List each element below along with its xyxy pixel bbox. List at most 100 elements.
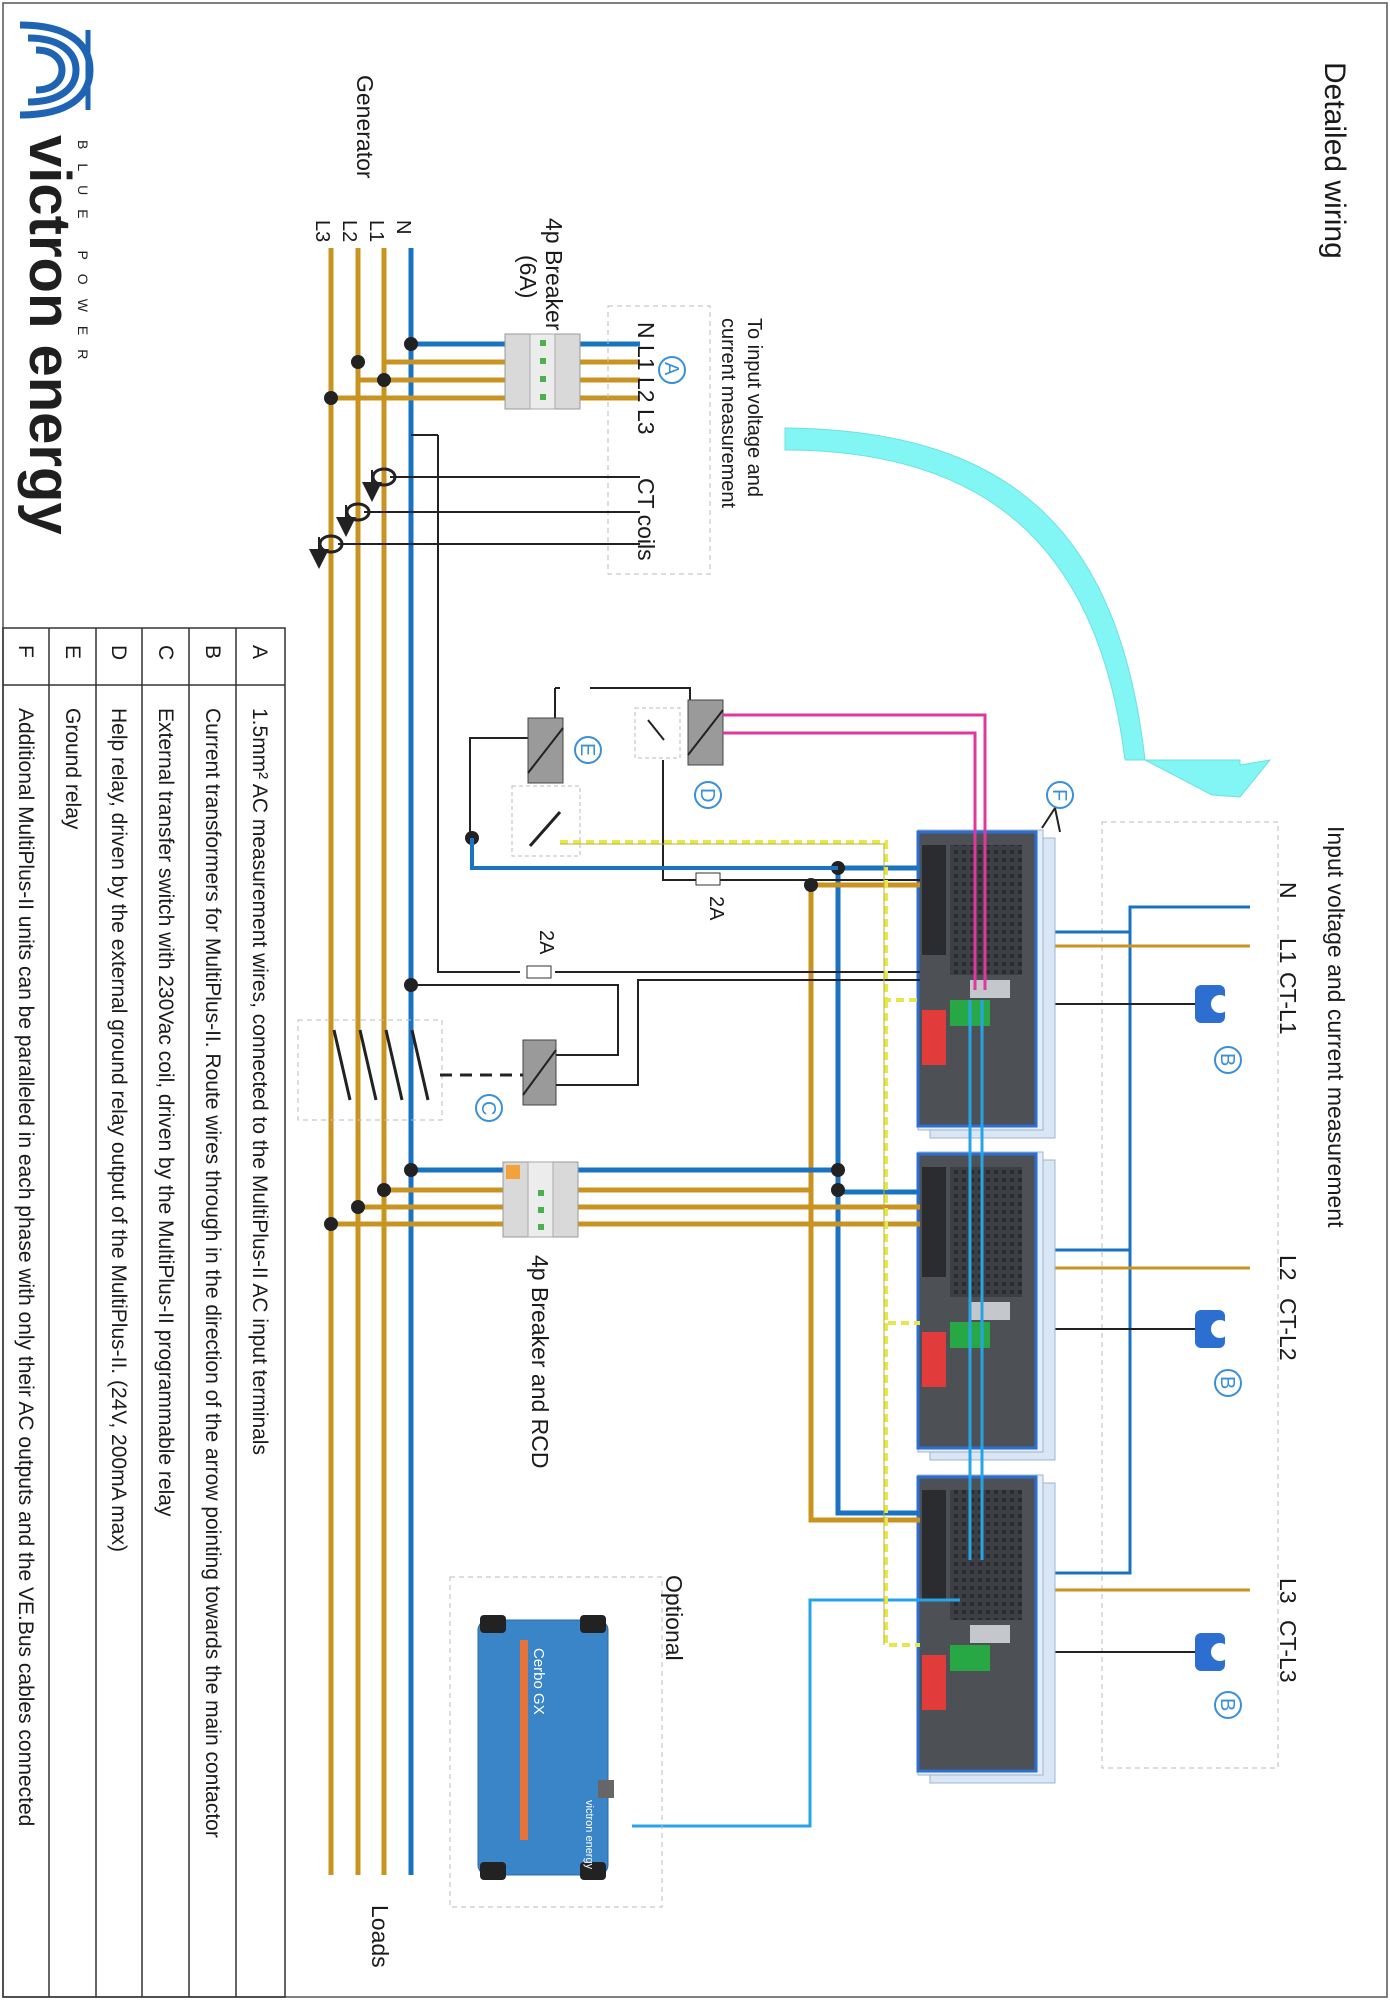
marker-a: A	[660, 362, 682, 376]
marker-c: C	[477, 1101, 499, 1115]
gen-line-l2: L2	[338, 220, 360, 242]
legend-key-e: E	[61, 645, 84, 659]
input-measurement-title: Input voltage and current measurement	[1323, 826, 1349, 1228]
breaker-rcd-nodes	[324, 861, 845, 1231]
input-l1-label: L1	[1275, 938, 1301, 964]
marker-f-pointer-icon	[1041, 807, 1061, 833]
measurement-box-a	[607, 305, 711, 575]
ct-sensor-l3-icon	[1195, 1633, 1229, 1671]
breaker-a-nodes	[324, 337, 418, 405]
breaker-rcd-wires	[331, 1167, 920, 1227]
fuse-2a-vertical	[695, 872, 721, 886]
marker-f: F	[1048, 789, 1070, 801]
marker-f-circle	[1046, 781, 1074, 809]
legend-table	[2, 627, 286, 1998]
ground-relay-wire-edge	[560, 843, 885, 1645]
breaker-rcd	[502, 1161, 579, 1238]
cerbo-gx-device	[477, 1615, 614, 1880]
legend-key-b: B	[201, 645, 224, 659]
gen-line-l1: L1	[365, 220, 387, 242]
marker-d-circle	[694, 781, 722, 809]
ground-relay-contact-icon	[528, 811, 562, 847]
legend-text-a: 1.5mm² AC measurement wires, connected t…	[248, 708, 271, 1455]
fuse-label-2: 2A	[705, 896, 727, 921]
legend-key-d: D	[107, 645, 130, 660]
ct-sensor-l2-icon	[1195, 1310, 1229, 1348]
ct-sensors	[1195, 985, 1229, 1671]
node-fuse-2a-left	[404, 978, 418, 992]
gen-line-n: N	[392, 220, 414, 234]
breaker-a-label-1: 4p Breaker	[541, 218, 567, 331]
input-l3-label: L3	[1275, 1578, 1301, 1604]
fuse-2a-horizontal	[526, 965, 552, 979]
legend-key-a: A	[248, 645, 271, 659]
signal-wires	[723, 713, 987, 990]
legend-text-f: Additional MultiPlus-II units can be par…	[14, 708, 37, 1826]
ct-sensor-l1-icon	[1195, 985, 1229, 1023]
input-measurement-box	[1101, 821, 1279, 1769]
legend-text-b: Current transformers for MultiPlus-II. R…	[201, 708, 224, 1838]
victron-logo: victron energy BLUE POWER	[17, 21, 94, 535]
marker-e-circle	[574, 736, 602, 764]
ct-coil-wires	[338, 476, 640, 545]
transfer-coil-icon	[522, 1039, 557, 1106]
marker-d: D	[696, 788, 718, 802]
fuse-label-1: 2A	[535, 930, 557, 955]
breaker-a	[504, 333, 581, 410]
gen-line-l3: L3	[311, 220, 333, 242]
optional-box	[449, 1576, 663, 1908]
cerbo-brand-label: victron energy	[583, 1800, 595, 1870]
input-ct-l2-label: CT-L2	[1275, 1298, 1301, 1361]
logo-tagline: BLUE POWER	[75, 140, 91, 373]
transfer-switch-box	[297, 1019, 443, 1121]
breaker-a-note-1: To input voltage and	[743, 318, 765, 497]
transfer-switch	[332, 1029, 525, 1101]
input-ct-l1-label: CT-L1	[1275, 972, 1301, 1035]
help-relay-box	[634, 707, 681, 759]
legend-key-f: F	[14, 645, 37, 658]
marker-c-circle	[475, 1094, 503, 1122]
optional-label: Optional	[661, 1575, 687, 1661]
ct-coil-arrows	[309, 470, 382, 569]
multiplus-unit-l3	[916, 1474, 1056, 1784]
generator-label: Generator	[352, 75, 378, 179]
marker-b-l2: B	[1216, 1376, 1238, 1389]
diagram-title: Detailed wiring	[1318, 62, 1351, 259]
help-relay-contact-icon	[647, 719, 665, 741]
legend-key-c: C	[154, 645, 177, 660]
breaker-a-note-2: current measurement	[717, 318, 739, 509]
ground-relay-box	[511, 785, 581, 857]
input-n-label: N	[1275, 882, 1301, 899]
transfer-control-wires	[411, 435, 920, 1086]
marker-e: E	[576, 743, 598, 756]
breaker-a-terminals: N L1 L2 L3	[633, 322, 659, 435]
multiplus-unit-l2	[916, 1151, 1056, 1461]
multiplus-units	[916, 829, 1056, 1784]
cerbo-gx-label: Cerbo GX	[530, 1648, 547, 1715]
input-ct-l3-label: CT-L3	[1275, 1620, 1301, 1683]
marker-b-l3: B	[1216, 1698, 1238, 1711]
breaker-a-label-2: (6A)	[515, 255, 541, 298]
logo-symbol-icon	[19, 21, 94, 119]
multiplus-unit-l1	[916, 829, 1056, 1139]
marker-b-group	[1214, 1046, 1242, 1719]
ground-relay-icon	[527, 717, 564, 784]
ac-input-wires	[808, 865, 920, 1523]
marker-a-circle	[658, 356, 686, 384]
loads-label: Loads	[367, 1905, 393, 1968]
logo-name: victron energy	[17, 135, 82, 535]
marker-b-l1: B	[1216, 1053, 1238, 1066]
legend-text-e: Ground relay	[61, 708, 84, 830]
ground-relay-wire	[560, 840, 920, 1647]
breaker-rcd-label: 4p Breaker and RCD	[527, 1255, 553, 1469]
main-bus-lines	[328, 248, 414, 1875]
direction-arrow-icon	[784, 427, 1272, 798]
breaker-a-wires	[331, 341, 640, 401]
ct-coils-label: CT coils	[633, 478, 659, 561]
ground-wire-blue	[470, 838, 838, 870]
help-relay-icon	[687, 699, 724, 766]
legend-text-c: External transfer switch with 230Vac coi…	[154, 708, 177, 1517]
input-l2-label: L2	[1275, 1255, 1301, 1281]
relay-wires	[411, 434, 920, 881]
